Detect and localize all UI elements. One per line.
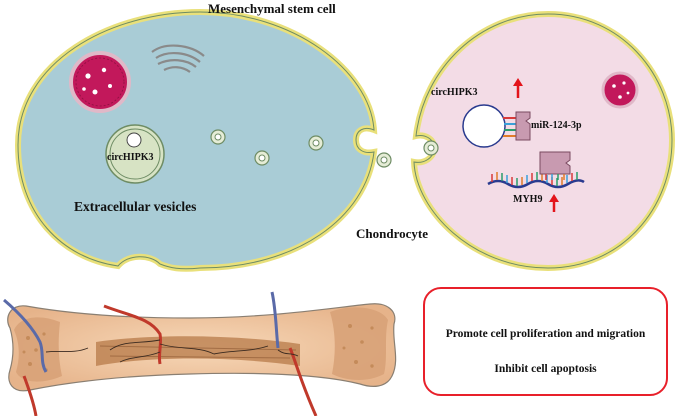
mrna-icon (487, 172, 585, 189)
extracellular-vesicles-label: Extracellular vesicles (74, 199, 197, 214)
outcome-box: Promote cell proliferation and migration… (423, 287, 668, 396)
up-arrow-icon (513, 78, 523, 98)
circhipk3-chondrocyte-label: circHIPK3 (431, 87, 478, 98)
mirna-label: miR-124-3p (531, 120, 582, 131)
circhipk3-msc-label: circHIPK3 (107, 152, 154, 163)
bone-icon (3, 291, 397, 416)
up-arrow-icon (549, 194, 559, 212)
mirna-binding-icon (515, 111, 531, 141)
msc-vesicle-icon (105, 124, 165, 184)
msc-small-vesicle-icon (210, 129, 270, 166)
chondrocyte-membrane (410, 10, 676, 272)
outcome-apoptosis: Inhibit cell apoptosis (494, 363, 597, 375)
outcome-proliferation: Promote cell proliferation and migration (445, 328, 646, 340)
chondrocyte-label: Chondrocyte (356, 226, 428, 241)
extracellular-vesicle-icon (308, 135, 392, 168)
msc-nucleus-icon (69, 51, 131, 113)
myh9-label: MYH9 (513, 194, 543, 205)
mesenchymal-stem-cell (14, 8, 378, 272)
msc-golgi-icon (151, 44, 205, 73)
msc-title: Mesenchymal stem cell (208, 1, 336, 16)
chondrocyte-vesicle-icon (423, 140, 439, 156)
chondrocyte-nucleus-icon (601, 71, 639, 109)
chondrocyte-cell (410, 10, 676, 272)
mirna-on-mrna-icon (539, 151, 571, 180)
